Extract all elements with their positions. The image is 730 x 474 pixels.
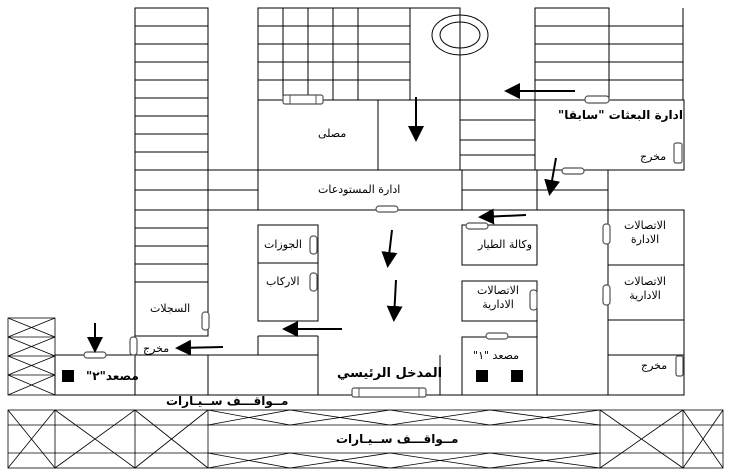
door-comm-right-1 bbox=[602, 223, 611, 245]
label-parking-lower: مــواقـــف ســيـارات bbox=[336, 432, 459, 446]
door-elevator-2 bbox=[83, 351, 107, 359]
door-boarding bbox=[309, 272, 318, 292]
arrow-agency bbox=[478, 208, 527, 225]
room-elevator-1 bbox=[461, 336, 538, 396]
label-passports: الجوزات bbox=[264, 238, 302, 251]
fountain-inner bbox=[439, 21, 481, 49]
block-top-left bbox=[134, 7, 209, 171]
door-prayer bbox=[282, 94, 324, 105]
arrow-exit-left bbox=[175, 339, 224, 356]
door-admin-comm bbox=[529, 289, 538, 311]
door-exit-left bbox=[129, 336, 138, 356]
label-comm-right-2: الاتصالات الادارية bbox=[624, 275, 666, 302]
door-passports bbox=[309, 235, 318, 255]
door-comm-right-2 bbox=[602, 284, 611, 306]
label-airline-agency: وكالة الطيار bbox=[478, 238, 533, 251]
label-exit-right-bottom: مخرج bbox=[641, 359, 668, 372]
label-warehouse-admin: ادارة المستودعات bbox=[318, 183, 401, 196]
label-elevator-2: مصعد"٢" bbox=[86, 369, 139, 383]
elevator-block-1a bbox=[476, 370, 488, 382]
label-boarding: الاركاب bbox=[266, 275, 300, 288]
label-main-entrance: المدخل الرئيسي bbox=[337, 366, 443, 381]
parking-bottom-hatch bbox=[7, 409, 724, 469]
door-exit-right-top bbox=[673, 142, 683, 164]
arrow-center-1 bbox=[381, 229, 398, 268]
block-right-bottom bbox=[607, 354, 685, 396]
block-top-center bbox=[257, 7, 461, 101]
label-parking-upper: مــواقـــف ســيـارات bbox=[166, 394, 289, 408]
block-left-lower bbox=[134, 209, 209, 337]
label-admin-comm: الاتصالات الادارية bbox=[477, 284, 519, 311]
label-exit-left: مخرج bbox=[143, 342, 170, 355]
room-airline-agency bbox=[461, 224, 538, 266]
block-top-right bbox=[534, 7, 610, 101]
arrow-center-2 bbox=[386, 279, 403, 322]
elevator-block-1b bbox=[511, 370, 523, 382]
label-exit-right-top: مخرج bbox=[640, 150, 667, 163]
door-main-entrance bbox=[351, 387, 427, 398]
door-elevator-1 bbox=[485, 332, 509, 340]
door-records bbox=[201, 311, 210, 331]
label-elevator-1: مصعد "١" bbox=[473, 349, 520, 362]
elevator-block-2 bbox=[62, 370, 74, 382]
door-right-exit-top bbox=[561, 167, 585, 175]
label-comm-right-1: الاتصالات الادارة bbox=[624, 219, 666, 246]
fountain-ellipse bbox=[431, 14, 489, 56]
door-warehouse bbox=[375, 205, 399, 213]
label-missions-admin: ادارة البعثات "سابقا" bbox=[558, 108, 683, 122]
door-missions bbox=[584, 95, 610, 104]
room-boarding bbox=[257, 262, 319, 322]
label-records: السجلات bbox=[150, 302, 191, 315]
door-exit-right-bottom bbox=[675, 355, 684, 377]
arrow-right-down bbox=[544, 157, 560, 196]
parking-left-hatch bbox=[7, 317, 56, 396]
label-prayer-room: مصلى bbox=[318, 127, 347, 140]
door-agency bbox=[465, 222, 489, 230]
